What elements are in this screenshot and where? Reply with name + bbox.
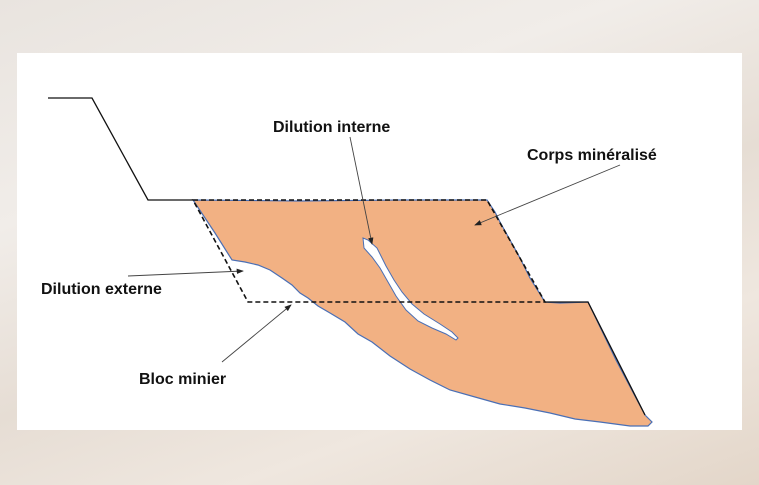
mining-block-outline	[191, 199, 547, 303]
mining-block-arrow	[221, 304, 292, 363]
external-dilution-arrow	[127, 268, 244, 277]
internal-dilution-label: Dilution interne	[273, 119, 390, 136]
pit-profile-line	[48, 97, 193, 201]
pit-profile-lower-line	[545, 301, 646, 416]
external-dilution-label: Dilution externe	[41, 281, 162, 298]
internal-dilution-lens	[362, 237, 459, 341]
internal-dilution-arrow	[349, 136, 374, 245]
ore-body-arrow	[474, 164, 621, 226]
ore-body-label: Corps minéralisé	[527, 147, 657, 164]
mining-block-label: Bloc minier	[139, 371, 226, 388]
